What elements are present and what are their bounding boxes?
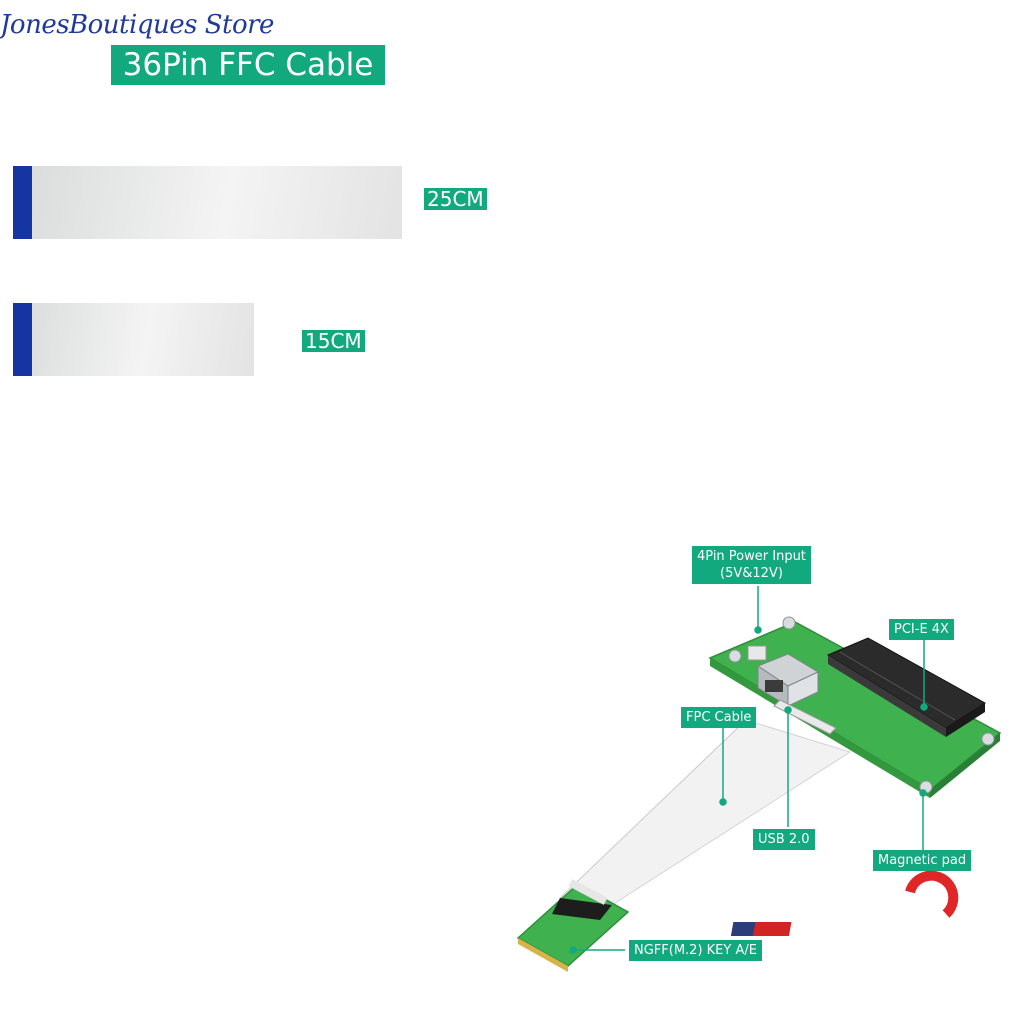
callout-power-input: 4Pin Power Input (5V&12V)	[692, 546, 811, 584]
fpc-ribbon	[558, 719, 852, 906]
length-label-15cm: 15CM	[302, 330, 365, 352]
power-connector	[747, 645, 767, 661]
callout-pcie: PCI-E 4X	[889, 619, 954, 640]
callout-power-input-line2: (5V&12V)	[720, 566, 783, 581]
callout-fpc-cable: FPC Cable	[681, 707, 757, 728]
ffc-cable-15cm	[13, 303, 254, 376]
mount-hole	[981, 732, 995, 746]
length-label-25cm: 25CM	[424, 188, 487, 210]
mount-hole	[728, 649, 742, 663]
cable-connector-end	[13, 303, 32, 376]
ffc-cable-25cm	[13, 166, 402, 239]
callout-power-input-line1: 4Pin Power Input	[697, 549, 806, 564]
callout-ngff: NGFF(M.2) KEY A/E	[629, 940, 762, 961]
callout-usb: USB 2.0	[753, 829, 815, 850]
callout-magnetic-pad: Magnetic pad	[873, 850, 972, 871]
store-name: JonesBoutiques Store	[0, 10, 274, 40]
product-title: 36Pin FFC Cable	[111, 45, 385, 85]
magnet-icon	[730, 870, 959, 936]
mount-hole	[782, 616, 796, 630]
cable-connector-end	[13, 166, 32, 239]
